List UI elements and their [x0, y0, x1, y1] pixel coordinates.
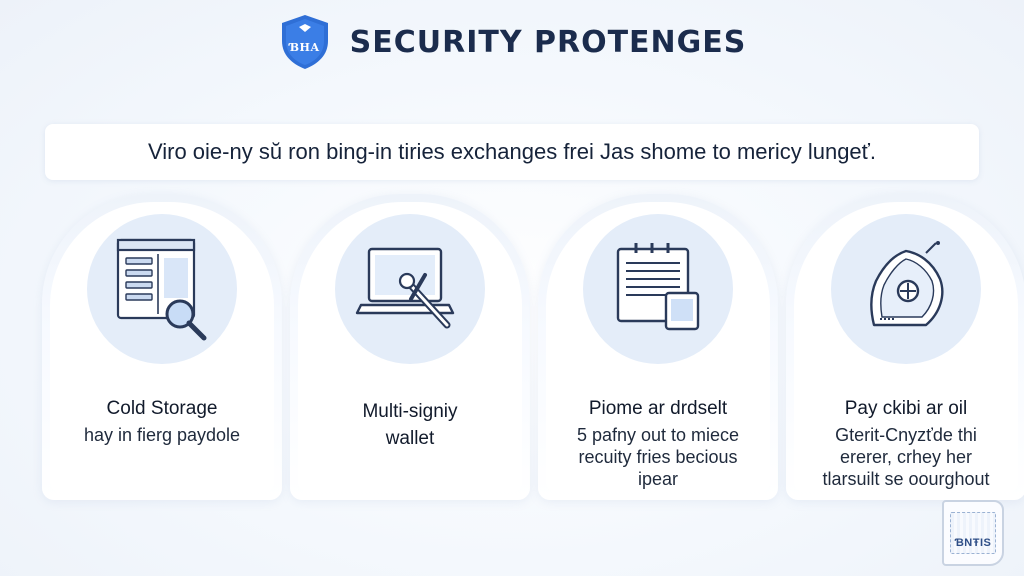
card-description-line: tlarsuilt se oourghout — [822, 469, 990, 489]
card-description-line: recuity fries becious — [578, 447, 738, 467]
feature-card-cold-storage: Cold Storage hay in fierg paydole — [42, 194, 282, 500]
laptop-tools-icon — [355, 247, 455, 329]
card-title-line-1: Multi-signiy — [362, 401, 458, 422]
card-inner: Cold Storage hay in fierg paydole — [50, 202, 274, 492]
card-description-line: ererer, crhey her — [839, 447, 973, 467]
icon-circle — [583, 214, 733, 364]
card-inner: Pay ckibi ar oil Gterit-Cnyzťde thi erer… — [794, 202, 1018, 492]
intro-text: Viro oie-ny sŭ ron bing-in tiriеs exchan… — [147, 139, 877, 164]
card-title: Cold Storage — [106, 398, 218, 419]
card-inner: Piome ar drdselt 5 pafny out to miece re… — [546, 202, 770, 492]
shield-label: ƁHA — [289, 41, 320, 54]
stamp-box: ƁNŦIS — [950, 512, 996, 554]
document-device-icon — [616, 243, 700, 331]
card-description-line: Gterit-Cnyzťde thi — [835, 425, 977, 445]
page-title: SECURITY PROTENGES — [349, 24, 747, 60]
card-description: 5 pafny out to miece recuity fries becio… — [550, 424, 766, 490]
card-inner: Multi-signiy wallet — [298, 202, 522, 492]
feature-card-3: Piome ar drdselt 5 pafny out to miece re… — [538, 194, 778, 500]
card-description-line: ipear — [637, 469, 679, 489]
card-title: Piome ar drdselt — [588, 398, 728, 419]
card-description: Gterit-Cnyzťde thi ererer, crhey her tla… — [798, 424, 1014, 490]
feature-card-multisig-wallet: Multi-signiy wallet — [290, 194, 530, 500]
card-title: Multi-signiy wallet — [298, 398, 522, 452]
dashboard-magnifier-icon — [116, 238, 207, 341]
shield-logo-icon: ƁHA — [278, 13, 332, 71]
card-title: Pay ckibi ar oil — [844, 398, 968, 419]
card-description: hay in fierg paydole — [83, 425, 241, 445]
card-description-line: 5 pafny out to miece — [576, 425, 740, 445]
card-title-line-2: wallet — [385, 428, 435, 449]
icon-circle — [831, 214, 981, 364]
feature-card-4: Pay ckibi ar oil Gterit-Cnyzťde thi erer… — [786, 194, 1024, 500]
shield-lock-icon — [870, 241, 944, 327]
stamp-label: ƁNŦIS — [954, 537, 992, 549]
certificate-stamp-icon: ƁNŦIS — [942, 500, 1004, 566]
header: ƁHA SECURITY PROTENGES — [0, 10, 1024, 74]
icon-circle — [87, 214, 237, 364]
intro-banner: Viro oie-ny sŭ ron bing-in tiriеs exchan… — [45, 124, 979, 180]
icon-circle — [335, 214, 485, 364]
